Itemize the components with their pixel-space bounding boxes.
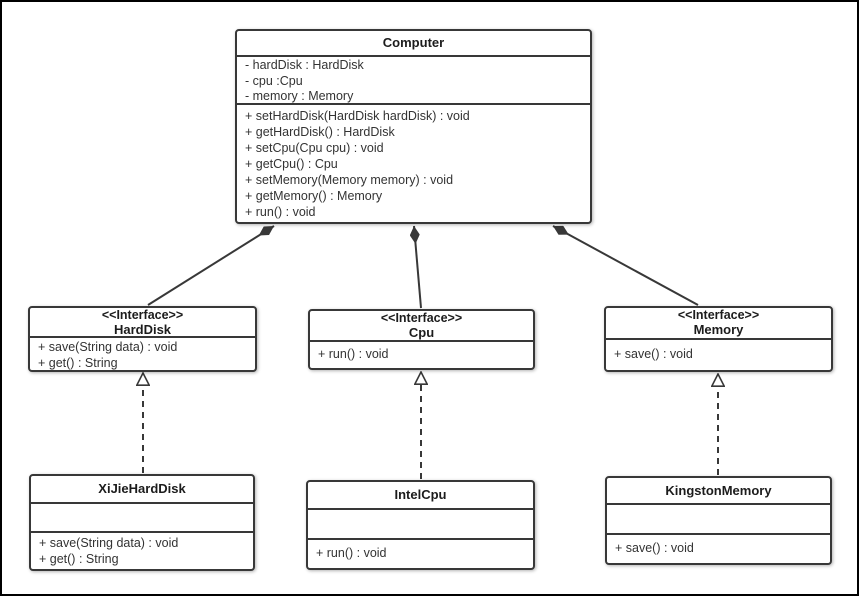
methods-compartment: + save(String data) : void + get() : Str… [31,533,253,569]
composition-line-computer-memory [552,225,699,306]
interface-box-cpu: <<Interface>> Cpu + run() : void [308,309,535,370]
class-box-intelcpu: IntelCpu + run() : void [306,480,535,570]
stereotype-label: <<Interface>> [101,308,184,322]
method: + run() : void [245,205,316,219]
method: + run() : void [316,546,387,560]
method: + getMemory() : Memory [245,189,383,203]
methods-compartment: + save(String data) : void + get() : Str… [30,338,255,370]
interface-title: <<Interface>> Cpu [310,311,533,342]
class-name: KingstonMemory [607,478,830,505]
interface-title: <<Interface>> HardDisk [30,308,255,338]
interface-name: HardDisk [113,321,172,337]
methods-compartment: + save() : void [607,535,830,563]
interface-title: <<Interface>> Memory [606,308,831,340]
methods-compartment: + run() : void [310,342,533,368]
class-name: Computer [237,31,590,57]
attributes-compartment [607,505,830,535]
method: + get() : String [38,356,118,370]
class-box-kingstonmemory: KingstonMemory + save() : void [605,476,832,565]
method: + save() : void [615,541,694,555]
interface-box-harddisk: <<Interface>> HardDisk + save(String dat… [28,306,257,372]
class-box-computer: Computer - hardDisk : HardDisk - cpu :Cp… [235,29,592,224]
stereotype-label: <<Interface>> [677,308,760,322]
stereotype-label: <<Interface>> [380,311,463,325]
methods-compartment: + save() : void [606,340,831,370]
method: + setHardDisk(HardDisk hardDisk) : void [245,109,470,123]
attribute: - hardDisk : HardDisk [245,58,364,72]
class-name: IntelCpu [308,482,533,510]
methods-compartment: + run() : void [308,540,533,568]
interface-box-memory: <<Interface>> Memory + save() : void [604,306,833,372]
method: + setCpu(Cpu cpu) : void [245,141,384,155]
attribute: - memory : Memory [245,89,354,103]
method: + get() : String [39,552,119,566]
interface-name: Memory [693,321,744,337]
method: + getHardDisk() : HardDisk [245,125,395,139]
class-name: XiJieHardDisk [31,476,253,504]
attributes-compartment [308,510,533,540]
composition-line-computer-harddisk [147,225,275,306]
attributes-compartment: - hardDisk : HardDisk - cpu :Cpu - memor… [237,57,590,105]
method: + save(String data) : void [39,536,179,550]
methods-compartment: + setHardDisk(HardDisk hardDisk) : void … [237,105,590,222]
class-box-xijieharddisk: XiJieHardDisk + save(String data) : void… [29,474,255,571]
method: + setMemory(Memory memory) : void [245,173,454,187]
attributes-compartment [31,504,253,533]
method: + run() : void [318,347,389,361]
method: + save() : void [614,347,693,361]
method: + save(String data) : void [38,340,178,354]
method: + getCpu() : Cpu [245,157,338,171]
composition-line-computer-cpu [409,225,422,309]
attribute: - cpu :Cpu [245,73,303,88]
interface-name: Cpu [408,324,435,340]
